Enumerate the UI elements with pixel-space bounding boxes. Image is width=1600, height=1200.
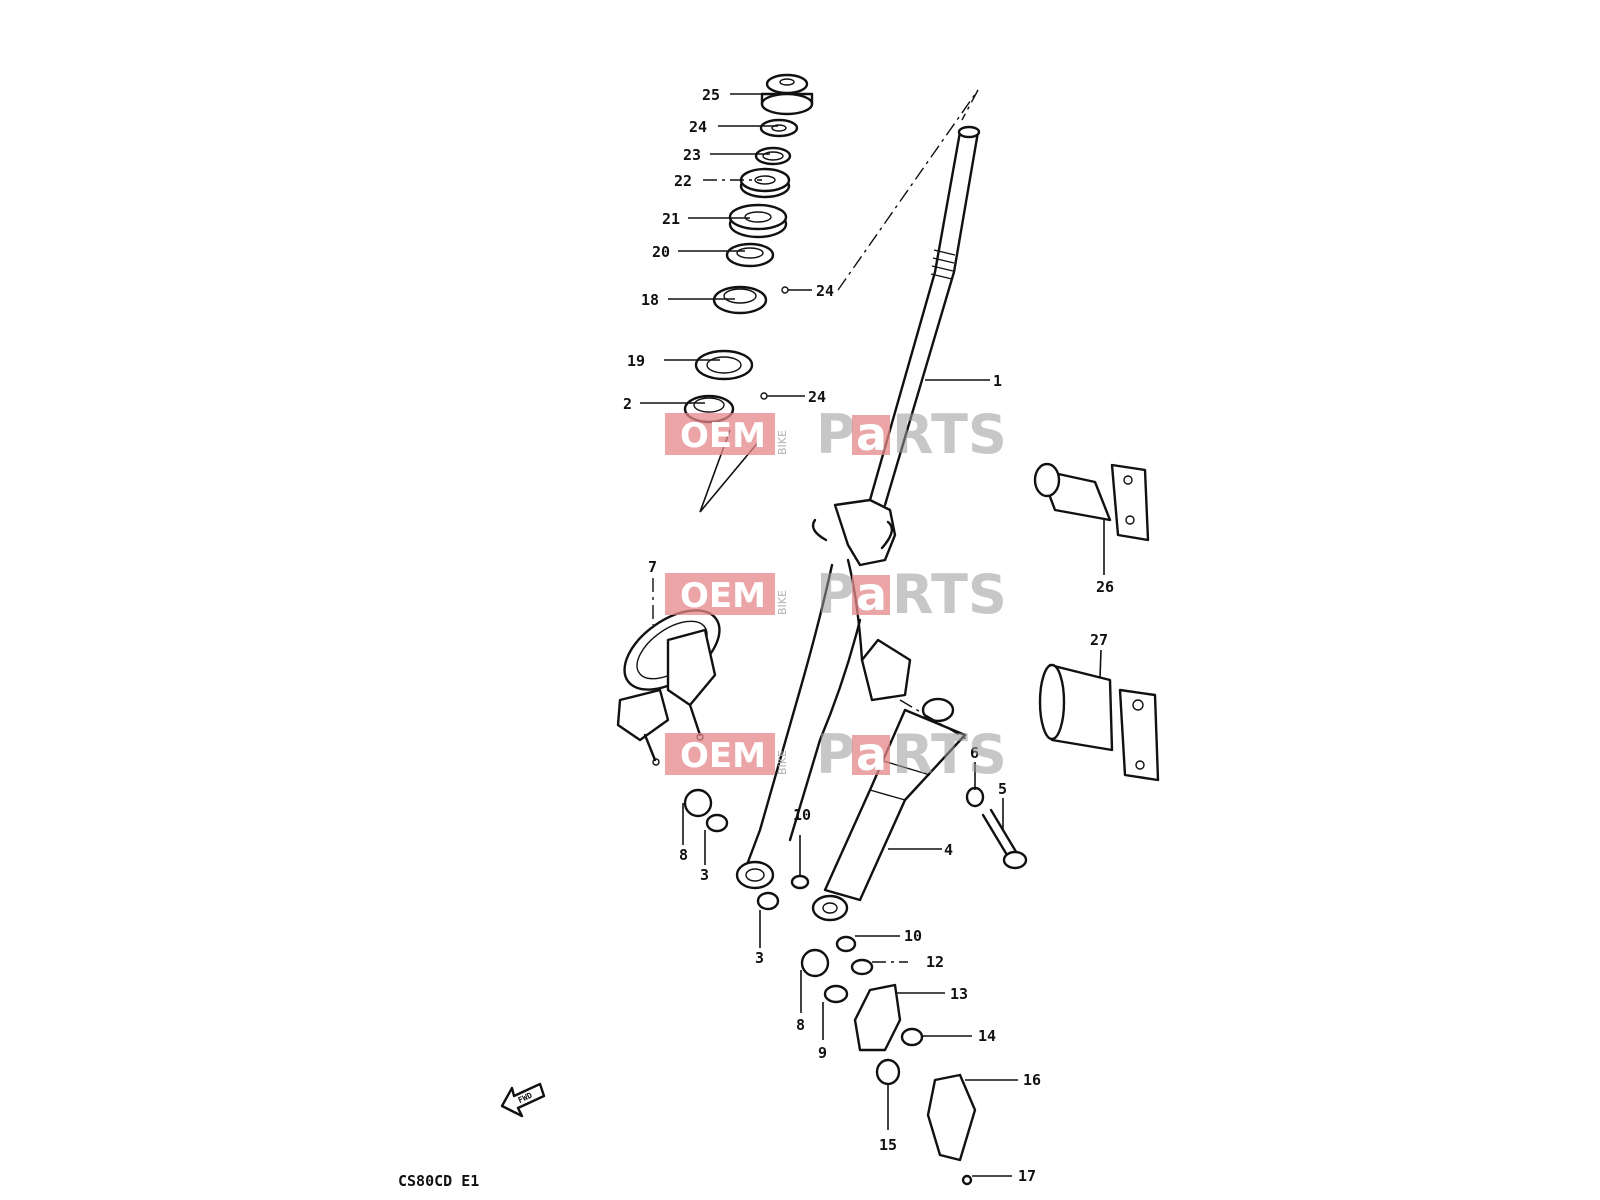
part-25-steering-stem-nut (760, 73, 814, 116)
part-17-race (712, 285, 768, 315)
part-9-washer (823, 984, 849, 1004)
callout-17: 18 (641, 291, 659, 309)
callout-18: 19 (627, 352, 645, 370)
svg-text:OEM: OEM (680, 736, 766, 776)
callout-2: 2 (623, 395, 632, 413)
svg-text:BIKE: BIKE (776, 750, 789, 775)
callout-13: 14 (978, 1027, 996, 1045)
part-8-o-ring-upper (683, 788, 713, 818)
svg-text:a: a (856, 727, 887, 781)
callout-15: 16 (1023, 1071, 1041, 1089)
leader-lines (640, 89, 1105, 1177)
svg-text:RTS: RTS (892, 563, 1007, 626)
part-6-nut (965, 786, 985, 808)
part-16-screw (961, 1174, 973, 1186)
part-23-lock-washer (759, 118, 799, 138)
fwd-arrow-icon: FWD (500, 1082, 546, 1118)
callout-8-lower: 8 (796, 1016, 805, 1034)
watermark-2: OEM BIKE P a RTS (665, 563, 1007, 626)
callout-21: 22 (674, 172, 692, 190)
svg-text:RTS: RTS (892, 723, 1007, 786)
part-20-race (728, 203, 788, 239)
callout-10-lower: 10 (904, 927, 922, 945)
callout-labels: 25 24 23 22 21 20 18 24 19 24 2 1 7 26 2… (623, 86, 1114, 1185)
callout-27: 27 (1090, 631, 1108, 649)
part-19-ball-race (725, 242, 775, 268)
callout-7: 7 (648, 558, 657, 576)
part-8-o-ring-lower (800, 948, 830, 978)
svg-text:OEM: OEM (680, 576, 766, 616)
part-10-washer-lower (835, 935, 857, 953)
part-7-brake-shoe-assembly (616, 609, 721, 766)
callout-11: 12 (926, 953, 944, 971)
svg-text:BIKE: BIKE (776, 590, 789, 615)
part-1-front-fork-stem (735, 125, 981, 890)
svg-text:RTS: RTS (892, 403, 1007, 466)
callout-19: 20 (652, 243, 670, 261)
callout-9: 9 (818, 1044, 827, 1062)
part-4-shock-absorber (811, 697, 967, 922)
part-27-lock-housing (1038, 663, 1160, 782)
part-3-bush-lower (756, 891, 780, 911)
callout-5: 5 (998, 780, 1007, 798)
callout-22: 23 (683, 146, 701, 164)
callout-3-lower: 3 (755, 949, 764, 967)
part-12-stopper-plate (853, 983, 902, 1052)
callout-26: 26 (1096, 578, 1114, 596)
svg-text:OEM: OEM (680, 416, 766, 456)
callout-1: 1 (993, 372, 1002, 390)
callout-12: 13 (950, 985, 968, 1003)
part-15-cover (926, 1073, 977, 1162)
callout-8-upper: 8 (679, 846, 688, 864)
callout-24-lower: 24 (808, 388, 826, 406)
svg-text:P: P (816, 403, 856, 466)
part-22-washer (754, 146, 792, 166)
part-18-race (694, 349, 754, 381)
part-5-bolt (981, 808, 1028, 870)
callout-16: 17 (1018, 1167, 1036, 1185)
part-24-ball-lower (760, 392, 768, 400)
part-3-bush-upper (705, 813, 729, 833)
diagram-code: CS80CD E1 (398, 1172, 479, 1190)
callout-6: 6 (970, 744, 979, 762)
svg-text:P: P (816, 563, 856, 626)
callout-23: 24 (689, 118, 707, 136)
part-11-washer (850, 958, 874, 976)
part-24-ball-upper (781, 286, 789, 294)
part-21-nut (739, 167, 791, 199)
watermark-3: OEM BIKE P a RTS (665, 723, 1007, 786)
part-14-nut (875, 1058, 901, 1086)
watermark-1: OEM BIKE P a RTS (665, 403, 1007, 466)
part-13-nut (900, 1027, 924, 1047)
part-26-steering-lock (1033, 462, 1150, 542)
callout-25: 25 (702, 86, 720, 104)
callout-20: 21 (662, 210, 680, 228)
callout-4: 4 (944, 841, 953, 859)
svg-text:a: a (856, 407, 887, 461)
callout-3-upper: 3 (700, 866, 709, 884)
svg-text:P: P (816, 723, 856, 786)
callout-14: 15 (879, 1136, 897, 1154)
svg-text:BIKE: BIKE (776, 430, 789, 455)
callout-24-upper: 24 (816, 282, 834, 300)
svg-text:a: a (856, 567, 887, 621)
part-10-washer-upper (790, 874, 810, 890)
callout-10-upper: 10 (793, 806, 811, 824)
